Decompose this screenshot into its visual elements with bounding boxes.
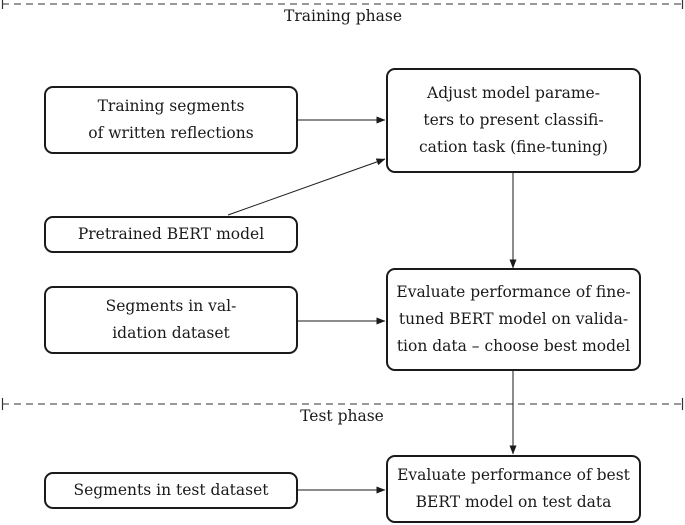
evaluate-validation-box: Evaluate performance of fine- tuned BERT… xyxy=(386,268,641,371)
adjust-parameters-box: Adjust model parame- ters to present cla… xyxy=(386,68,641,173)
validation-segments-line-2: idation dataset xyxy=(112,324,230,342)
validation-segments-box: Segments in val- idation dataset xyxy=(44,286,298,354)
test-segments-line-1: Segments in test dataset xyxy=(73,481,269,500)
evaluate-test-box: Evaluate performance of best BERT model … xyxy=(386,455,641,523)
adjust-parameters-line-2: ters to present classifi- xyxy=(423,111,604,130)
test-segments-box: Segments in test dataset xyxy=(44,472,298,509)
evaluate-test-line-1: Evaluate performance of best xyxy=(397,466,630,485)
training-segments-line-2: of written reflections xyxy=(88,124,254,142)
evaluate-validation-line-1: Evaluate performance of fine- xyxy=(396,283,631,302)
pretrained-bert-box: Pretrained BERT model xyxy=(44,216,298,253)
evaluate-test-line-2: BERT model on test data xyxy=(415,493,612,511)
adjust-parameters-line-3: cation task (fine-tuning) xyxy=(419,137,608,156)
arrow-pretrained-to-adjust xyxy=(227,158,386,216)
evaluate-validation-line-2: tuned BERT model on valida- xyxy=(398,310,629,329)
evaluate-validation-line-3: tion data – choose best model xyxy=(396,336,631,355)
adjust-parameters-line-1: Adjust model parame- xyxy=(427,84,600,103)
validation-segments-line-1: Segments in val- xyxy=(105,297,237,316)
training-segments-box: Training segments of written reflections xyxy=(44,86,298,154)
test-phase-label: Test phase xyxy=(298,407,386,425)
training-segments-line-1: Training segments xyxy=(97,97,245,116)
training-phase-label: Training phase xyxy=(282,7,404,25)
pretrained-bert-line-1: Pretrained BERT model xyxy=(77,225,265,244)
